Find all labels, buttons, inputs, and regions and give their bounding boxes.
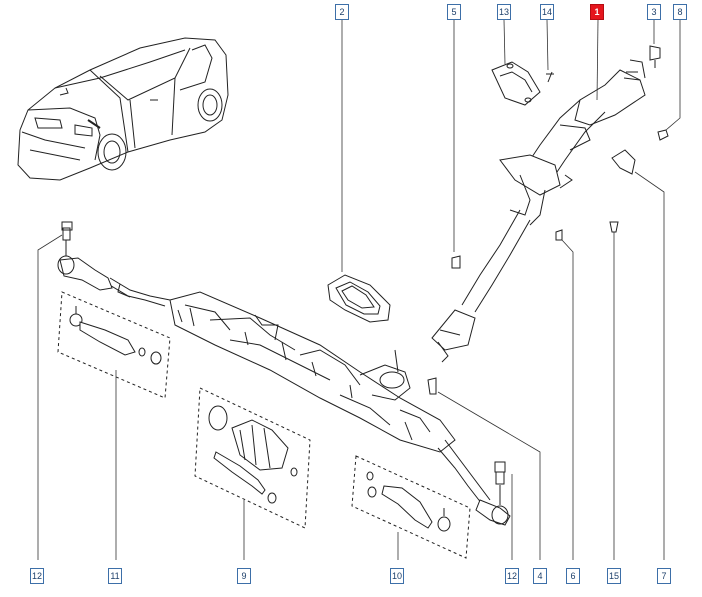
inner-tie-rod-assembly: [208, 405, 298, 504]
leader-lines: [37, 19, 681, 560]
callout-10[interactable]: 10: [390, 568, 404, 584]
callout-3[interactable]: 3: [647, 4, 661, 20]
callout-12-right[interactable]: 12: [505, 568, 519, 584]
callout-8[interactable]: 8: [673, 4, 687, 20]
car-illustration: [17, 37, 229, 181]
callout-7[interactable]: 7: [657, 568, 671, 584]
outer-tie-rod-end-assembly: [366, 471, 451, 532]
tie-rod-end-assembly: [69, 306, 162, 365]
callout-11[interactable]: 11: [108, 568, 122, 584]
callout-5[interactable]: 5: [447, 4, 461, 20]
fasteners: [427, 45, 669, 395]
callout-15[interactable]: 15: [607, 568, 621, 584]
callout-4[interactable]: 4: [533, 568, 547, 584]
callout-14[interactable]: 14: [540, 4, 554, 20]
mounting-bracket-13: [491, 61, 541, 106]
rack-boot: [327, 274, 391, 323]
callout-1-selected[interactable]: 1: [590, 4, 604, 20]
callout-9[interactable]: 9: [237, 568, 251, 584]
callout-12-left[interactable]: 12: [30, 568, 44, 584]
steering-rack: [57, 221, 511, 526]
callout-6[interactable]: 6: [566, 568, 580, 584]
steering-column: [431, 59, 646, 363]
group-frames: [57, 291, 471, 559]
callout-13[interactable]: 13: [497, 4, 511, 20]
callout-2[interactable]: 2: [335, 4, 349, 20]
